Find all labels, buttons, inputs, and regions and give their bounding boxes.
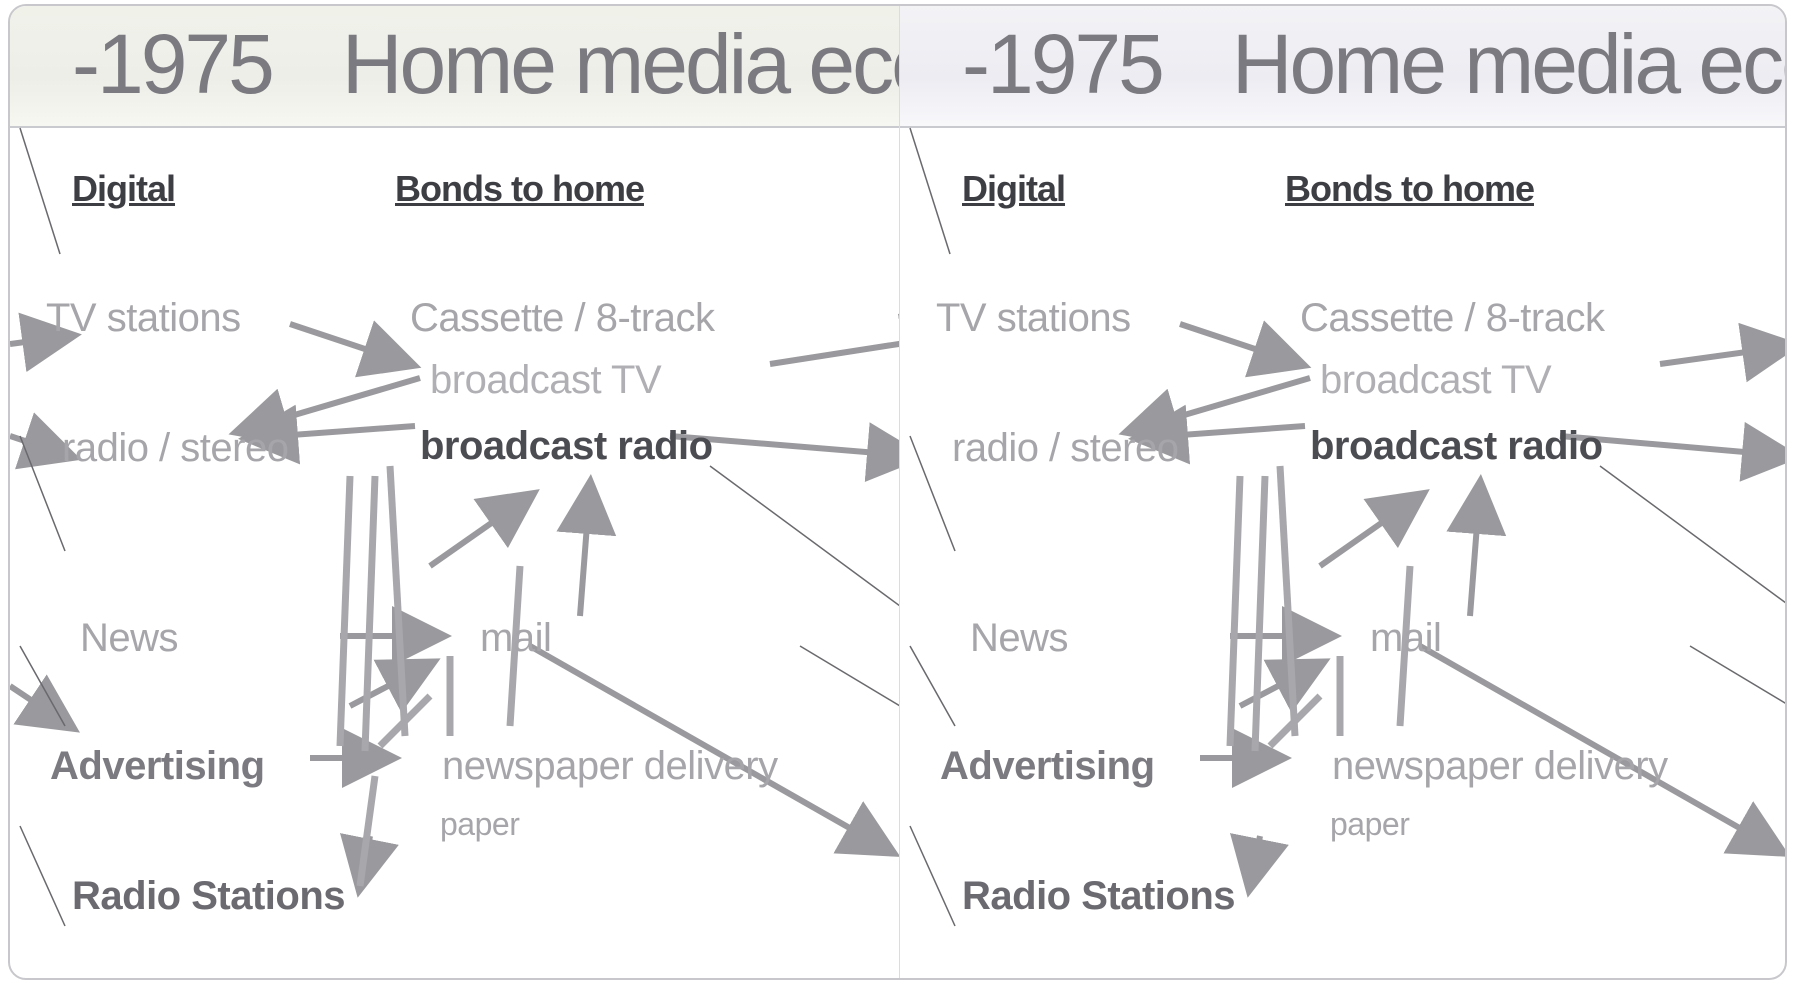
connection-arrows [909, 127, 1785, 927]
node-radio-stations: Radio Stations [962, 874, 1236, 918]
node-broadcast-tv: broadcast TV [430, 358, 662, 402]
title-year: 1975 [96, 17, 275, 111]
node-mail: mail [480, 616, 552, 660]
column-header-right: Bonds to home [1285, 168, 1535, 209]
node-broadcast-tv: broadcast TV [1320, 358, 1552, 402]
node-newspaper-delivery: newspaper delivery [1332, 744, 1668, 788]
node-radio-stereo: radio / stereo [62, 426, 289, 470]
node-news: News [80, 616, 179, 660]
column-header-right: Bonds to home [395, 168, 645, 209]
diagram-panel-right: -1975 Home media ecology [900, 6, 1785, 978]
node-radio-stereo: radio / stereo [952, 426, 1179, 470]
node-advertising: Advertising [50, 744, 265, 788]
diagram-title: -1975 Home media ecology [962, 16, 1785, 113]
column-header-left: Digital [72, 168, 176, 209]
title-band: -1975 Home media ecology [900, 6, 1785, 128]
title-prefix: - [962, 17, 990, 111]
diagram-title: -1975 Home media ecology [72, 16, 900, 113]
title-band: -1975 Home media ecology [10, 6, 900, 128]
node-tv-stations: TV stations [46, 296, 241, 340]
node-news: News [970, 616, 1069, 660]
node-mail: mail [1370, 616, 1442, 660]
node-radio-stations: Radio Stations [72, 874, 346, 918]
node-advertising: Advertising [940, 744, 1155, 788]
node-broadcast-radio: broadcast radio [420, 424, 713, 468]
column-header-left: Digital [962, 168, 1066, 209]
title-text: Home media ecology [341, 17, 900, 111]
node-tv-stations: TV stations [936, 296, 1131, 340]
node-cassette: Cassette / 8-track [410, 296, 715, 340]
diagram-panel-left: -1975 Home media ecology [10, 6, 900, 978]
title-text: Home media ecology [1231, 17, 1785, 111]
node-cassette: Cassette / 8-track [1300, 296, 1605, 340]
connection-arrows [10, 127, 900, 927]
node-broadcast-radio: broadcast radio [1310, 424, 1603, 468]
node-paper: paper [440, 806, 520, 842]
panel-divider [899, 6, 900, 978]
node-paper: paper [1330, 806, 1410, 842]
title-year: 1975 [986, 17, 1165, 111]
title-prefix: - [72, 17, 100, 111]
node-newspaper-delivery: newspaper delivery [442, 744, 778, 788]
